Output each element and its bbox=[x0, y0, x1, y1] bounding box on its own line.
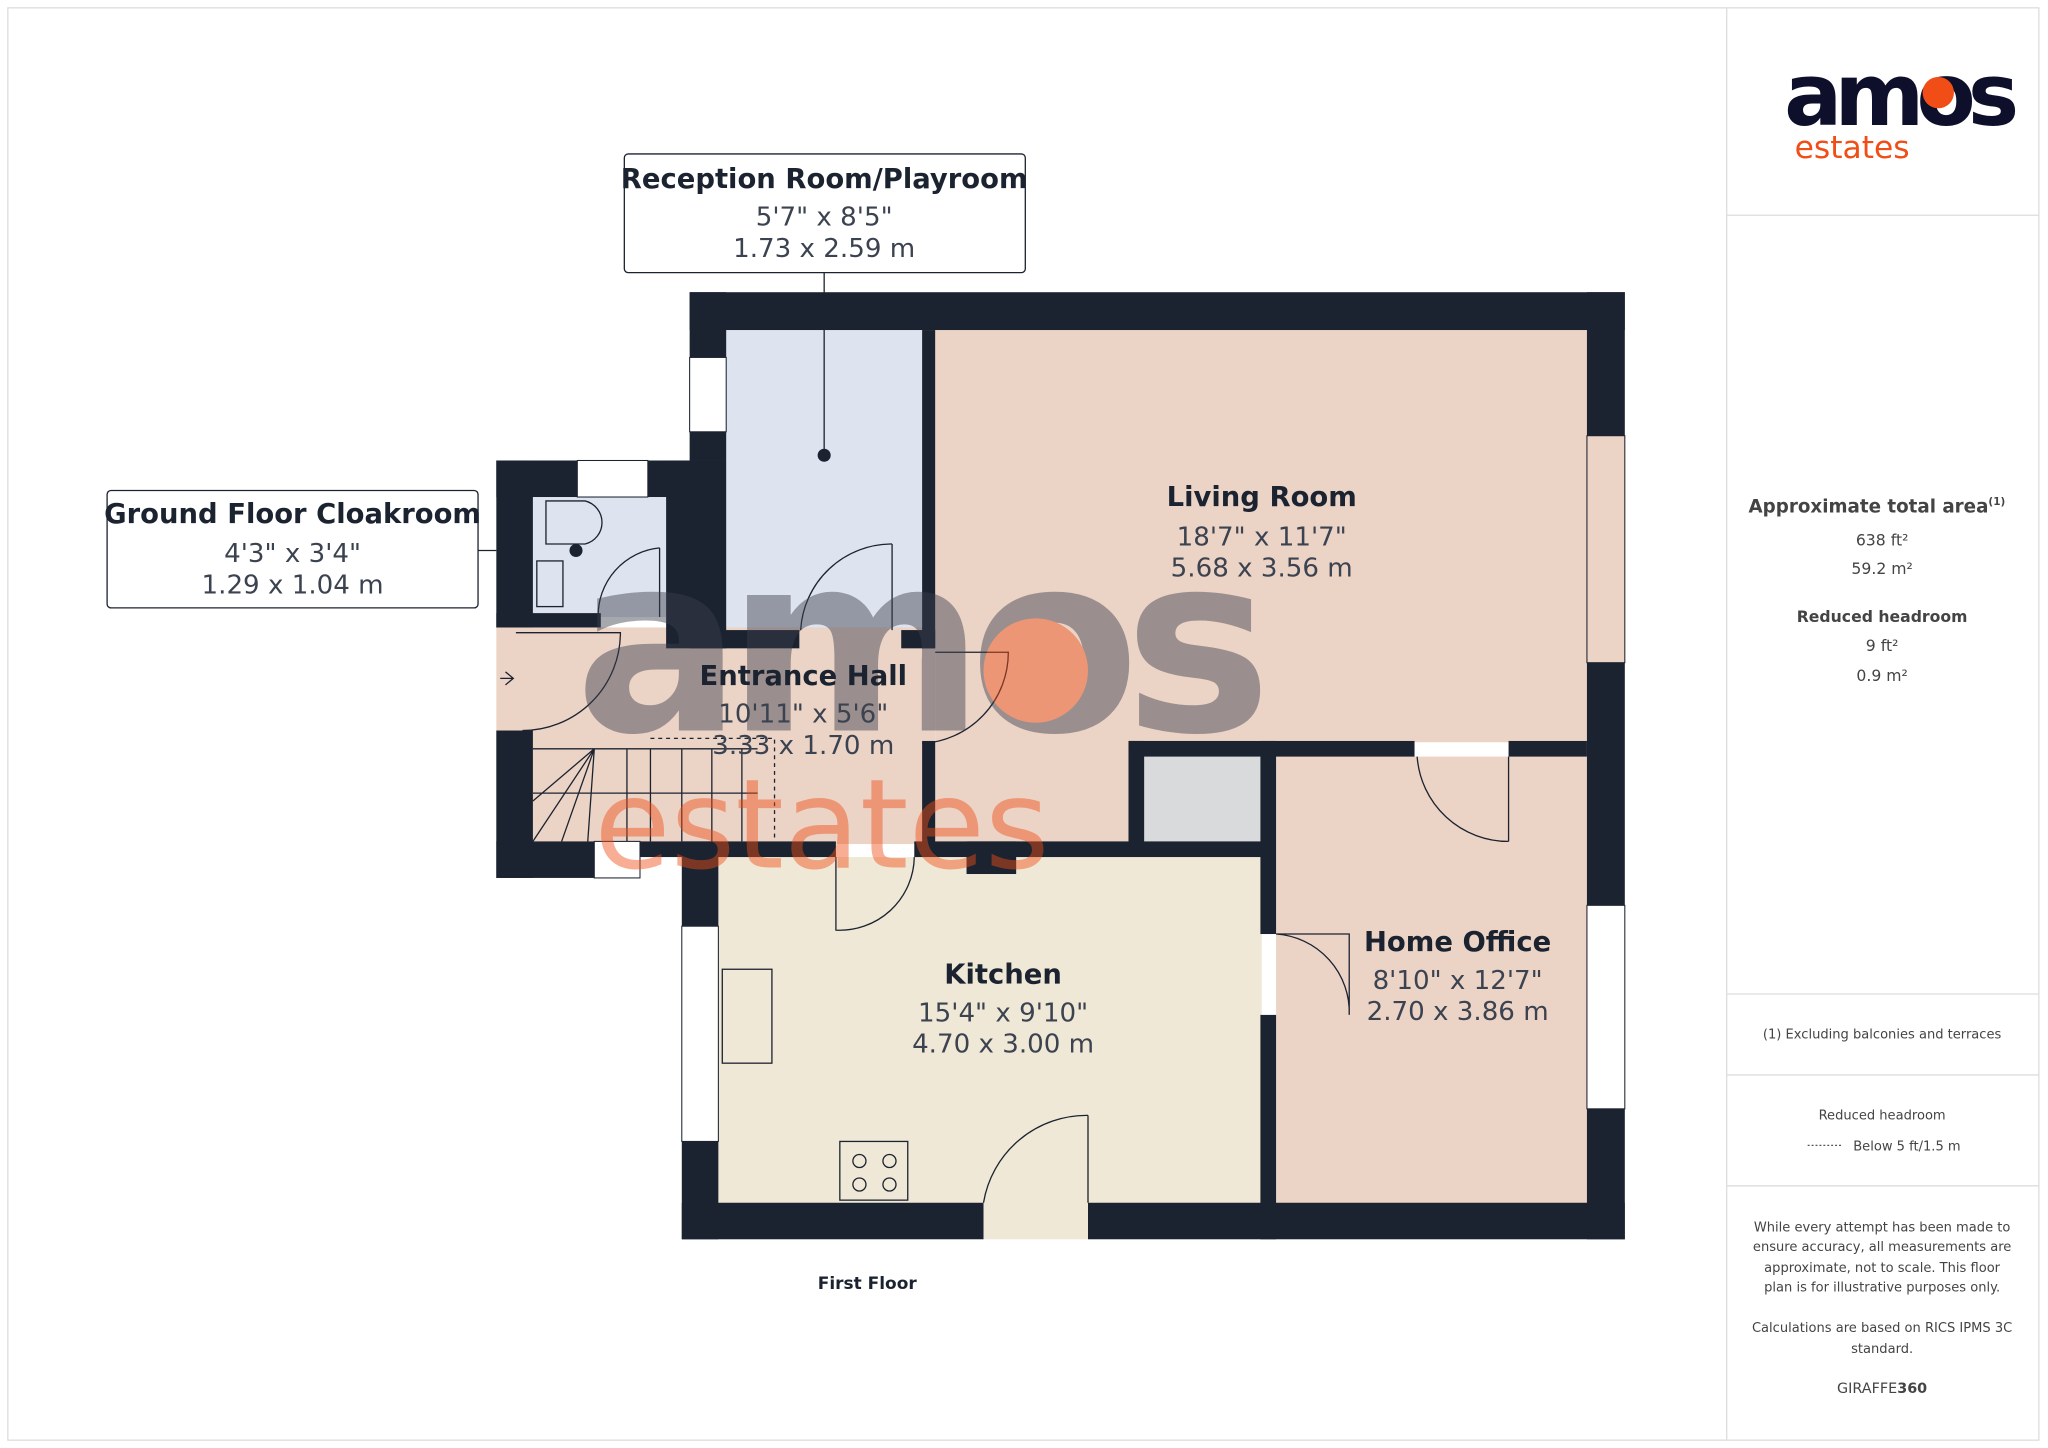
disclaimer-line: approximate, not to scale. This floor bbox=[1764, 1261, 2001, 1276]
walls bbox=[496, 292, 1625, 1240]
door-swing bbox=[982, 1114, 1089, 1203]
door-swing bbox=[800, 543, 893, 631]
watermark-estates: estates bbox=[594, 754, 1049, 898]
room-dim-metric: 4.70 x 3.00 m bbox=[912, 1030, 1094, 1060]
room-dim-imperial: 10'11" x 5'6" bbox=[718, 700, 888, 730]
kitchen-doorway bbox=[982, 1200, 1090, 1240]
room-dim-metric: 1.29 x 1.04 m bbox=[202, 571, 384, 601]
disclaimer-line: ensure accuracy, all measurements are bbox=[1753, 1240, 2011, 1255]
label-box bbox=[623, 153, 1026, 274]
watermark-logo: amos estates bbox=[575, 502, 1276, 898]
room-name: Ground Floor Cloakroom bbox=[104, 499, 481, 530]
label-box bbox=[106, 489, 479, 609]
reduced-headroom-line bbox=[650, 737, 776, 842]
floor-label: First Floor bbox=[818, 1273, 918, 1293]
sink bbox=[721, 968, 773, 1064]
headroom-m: 0.9 m² bbox=[1856, 666, 1907, 685]
room-dim-metric: 1.73 x 2.59 m bbox=[733, 234, 915, 264]
room-name: Entrance Hall bbox=[699, 661, 907, 692]
room-dim-metric: 3.33 x 1.70 m bbox=[712, 731, 894, 761]
window bbox=[689, 356, 727, 433]
window bbox=[681, 925, 719, 1142]
stairs bbox=[532, 748, 758, 842]
door-swing bbox=[597, 547, 661, 618]
living-floor-lower bbox=[935, 740, 1132, 846]
headroom-ft: 9 ft² bbox=[1866, 636, 1899, 655]
door-swing bbox=[922, 651, 1009, 745]
hall-floor bbox=[496, 627, 936, 845]
disclaimer: While every attempt has been made to ens… bbox=[1752, 1220, 2012, 1356]
room-dim-imperial: 5'7" x 8'5" bbox=[756, 203, 893, 233]
window bbox=[593, 840, 641, 879]
watermark-dot bbox=[983, 618, 1088, 723]
legend-title: Reduced headroom bbox=[1819, 1108, 1946, 1123]
room-fills bbox=[496, 330, 1590, 1240]
headroom-title: Reduced headroom bbox=[1797, 607, 1968, 626]
room-dim-imperial: 4'3" x 3'4" bbox=[224, 539, 361, 569]
brand-logo: amos estates bbox=[1784, 46, 2024, 166]
living-floor bbox=[935, 330, 1589, 743]
office-floor bbox=[1276, 756, 1590, 1205]
front-door-swing bbox=[515, 632, 622, 732]
room-dim-imperial: 18'7" x 11'7" bbox=[1177, 522, 1347, 552]
closet-floor bbox=[1144, 756, 1262, 848]
total-area-title: Approximate total area(1) bbox=[1749, 496, 2006, 518]
fixtures bbox=[500, 500, 1510, 1203]
room-name: Living Room bbox=[1167, 482, 1357, 513]
credit: GIRAFFE360 bbox=[1837, 1381, 1927, 1397]
hob bbox=[839, 1140, 909, 1201]
room-dim-metric: 5.68 x 3.56 m bbox=[1171, 554, 1353, 584]
fixture-dot bbox=[569, 543, 583, 558]
entry-arrow-icon bbox=[500, 671, 515, 686]
room-name: Reception Room/Playroom bbox=[621, 164, 1028, 195]
calc-note-line: standard. bbox=[1851, 1342, 1913, 1357]
total-area-ft: 638 ft² bbox=[1856, 530, 1909, 549]
calc-note-line: Calculations are based on RICS IPMS 3C bbox=[1752, 1321, 2012, 1336]
windows bbox=[576, 356, 1626, 1142]
logo-dot bbox=[1922, 76, 1954, 109]
basin bbox=[536, 560, 564, 608]
window bbox=[1586, 904, 1626, 1110]
watermark-amos: amos bbox=[575, 502, 1261, 790]
logo-amos: amos bbox=[1784, 46, 2016, 146]
door-swing bbox=[1416, 756, 1510, 843]
room-dim-imperial: 8'10" x 12'7" bbox=[1373, 966, 1543, 996]
disclaimer-line: plan is for illustrative purposes only. bbox=[1764, 1280, 2000, 1295]
total-area-m: 59.2 m² bbox=[1851, 559, 1912, 578]
toilet bbox=[545, 500, 603, 545]
room-dim-metric: 2.70 x 3.86 m bbox=[1367, 997, 1549, 1027]
room-name: Home Office bbox=[1364, 927, 1551, 958]
disclaimer-line: While every attempt has been made to bbox=[1754, 1220, 2011, 1235]
door-swing bbox=[1276, 933, 1350, 1015]
room-dim-imperial: 15'4" x 9'10" bbox=[918, 998, 1088, 1028]
footnote: (1) Excluding balconies and terraces bbox=[1763, 1027, 2002, 1042]
window bbox=[1586, 435, 1626, 664]
logo-estates: estates bbox=[1795, 130, 1910, 166]
door-swing bbox=[835, 857, 915, 931]
legend-item: Below 5 ft/1.5 m bbox=[1853, 1140, 1960, 1155]
window bbox=[576, 459, 649, 498]
page-frame bbox=[7, 7, 2040, 1441]
kitchen-floor bbox=[718, 857, 1262, 1205]
room-name: Kitchen bbox=[944, 960, 1062, 991]
